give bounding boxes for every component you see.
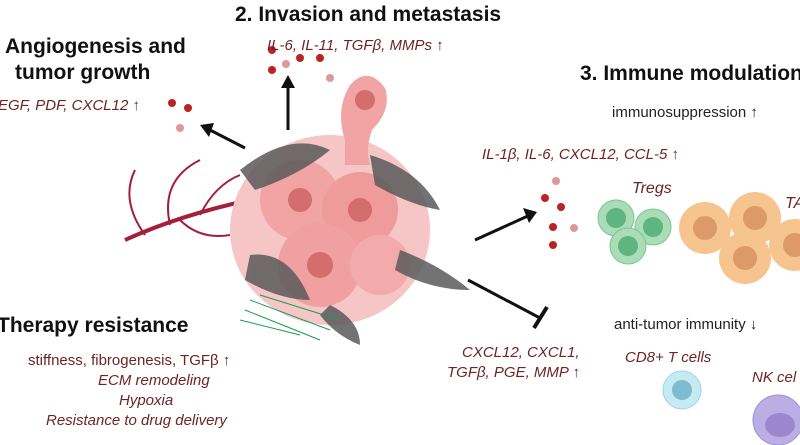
tams-label: TA	[785, 195, 800, 212]
therapy-item: stiffness, fibrogenesis, TGFβ ↑	[28, 352, 231, 369]
immune-factors-inhibit-line1: CXCL12, CXCL1,	[462, 344, 580, 361]
therapy-item: Hypoxia	[119, 392, 174, 409]
nk-cell-icon	[752, 394, 800, 445]
therapy-item: Resistance to drug delivery	[46, 412, 227, 429]
cd8-label: CD8+ T cells	[625, 349, 712, 366]
angiogenesis-factors: EGF, PDF, CXCL12 ↑	[0, 97, 141, 114]
anti-tumor-immunity-label: anti-tumor immunity ↓	[614, 316, 758, 333]
immune-factors-up: IL-1β, IL-6, CXCL12, CCL-5 ↑	[482, 146, 679, 163]
cytokine-dots	[168, 46, 578, 249]
immune-factors-inhibit-line2: TGFβ, PGE, MMP ↑	[447, 364, 581, 381]
therapy-item: ECM remodeling	[98, 372, 210, 389]
immunosuppression-label: immunosuppression ↑	[612, 104, 758, 121]
cd8-cell-icon	[662, 370, 702, 410]
arrows	[200, 75, 549, 330]
arrow-left-icon	[209, 128, 246, 150]
nk-label: NK cel	[752, 369, 797, 386]
angiogenesis-title-line2: tumor growth	[15, 61, 151, 84]
fibroblast-icon	[240, 143, 470, 345]
immune-title: 3. Immune modulation	[580, 62, 800, 85]
tregs-label: Tregs	[632, 180, 672, 197]
therapy-title: Therapy resistance	[0, 314, 189, 337]
angiogenesis-title-line1: Angiogenesis and	[5, 35, 186, 58]
inhibition-arrow-icon	[467, 278, 541, 320]
tam-cells-icon	[679, 192, 800, 284]
treg-cells-icon	[597, 199, 672, 265]
ecm-fibers-icon	[239, 294, 341, 341]
invasion-title: 2. Invasion and metastasis	[235, 3, 502, 26]
arrow-right-icon	[474, 213, 531, 242]
invasion-factors: IL-6, IL-11, TGFβ, MMPs ↑	[267, 37, 444, 54]
